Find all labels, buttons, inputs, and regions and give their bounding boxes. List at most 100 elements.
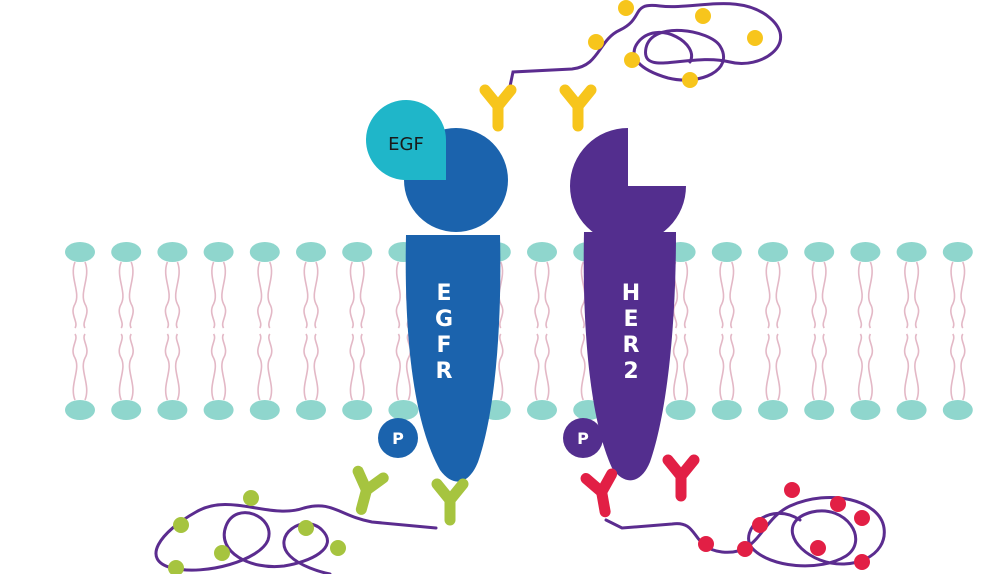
yellow-bead bbox=[624, 52, 640, 68]
lipid-head bbox=[342, 242, 373, 262]
her2-head bbox=[570, 128, 686, 244]
lipid-head bbox=[665, 400, 696, 420]
red-bead bbox=[784, 482, 800, 498]
lipid-tail bbox=[174, 333, 181, 401]
lipid-tail bbox=[210, 333, 217, 401]
lipid-tail bbox=[359, 261, 365, 329]
lipid-tail bbox=[765, 261, 771, 329]
lipid-tail bbox=[811, 261, 817, 329]
yellow-bead bbox=[682, 72, 698, 88]
lipid-tail bbox=[164, 261, 170, 329]
egfr-letter: F bbox=[436, 333, 451, 358]
lipid-head bbox=[296, 242, 326, 262]
lipid-head bbox=[804, 242, 835, 262]
lipid-tail bbox=[82, 261, 88, 329]
red-bead bbox=[698, 536, 714, 552]
lipid-tail bbox=[395, 261, 401, 329]
y-antibody-icon bbox=[559, 84, 597, 132]
lipid-tail bbox=[672, 333, 679, 401]
lipid-tail bbox=[580, 261, 586, 329]
red-bead bbox=[830, 496, 846, 512]
lipid-tail bbox=[683, 333, 689, 401]
phosphate-label: P bbox=[392, 429, 404, 448]
y-antibody-icon bbox=[479, 84, 517, 132]
lipid-tail bbox=[534, 261, 540, 329]
peptide-chain-top bbox=[506, 0, 783, 98]
lipid-head bbox=[527, 242, 557, 262]
lipid-head bbox=[896, 242, 927, 262]
lipid-tail bbox=[903, 261, 910, 329]
green-bead bbox=[214, 545, 230, 561]
lipid-tail bbox=[821, 333, 827, 401]
y-antibody-icon bbox=[580, 468, 618, 518]
her2-letter: R bbox=[623, 333, 640, 358]
lipid-tail bbox=[72, 333, 78, 401]
lipid-tail bbox=[729, 333, 735, 401]
lipid-head bbox=[942, 400, 973, 420]
lipid-tail bbox=[960, 261, 966, 329]
lipid-tail bbox=[405, 333, 412, 401]
lipid-tail bbox=[257, 333, 263, 401]
chain-top-line bbox=[506, 2, 783, 98]
lipid-head bbox=[203, 242, 234, 262]
lipid-tail bbox=[857, 333, 863, 401]
peptide-chain-bottom-right bbox=[604, 482, 886, 570]
lipid-tail bbox=[164, 333, 170, 401]
lipid-head bbox=[711, 242, 742, 262]
lipid-head bbox=[296, 400, 326, 420]
lipid-tail bbox=[72, 261, 78, 329]
lipid-head bbox=[342, 400, 373, 420]
phosphate-icon: P bbox=[378, 418, 418, 458]
lipid-tail bbox=[313, 333, 319, 401]
lipid-tail bbox=[950, 333, 956, 401]
lipid-tail bbox=[914, 333, 920, 401]
lipid-tail bbox=[359, 333, 365, 401]
lipid-tail bbox=[303, 333, 309, 401]
lipid-tail bbox=[395, 333, 401, 401]
yellow-bead bbox=[747, 30, 763, 46]
yellow-bead bbox=[588, 34, 604, 50]
her2-letter: H bbox=[622, 281, 640, 306]
lipid-head bbox=[804, 400, 835, 420]
yellow-bead bbox=[618, 0, 634, 16]
lipid-tail bbox=[903, 333, 910, 401]
lipid-head bbox=[157, 400, 188, 420]
chain-bottom-left-line bbox=[154, 503, 438, 574]
lipid-tail bbox=[534, 333, 540, 401]
lipid-tail bbox=[775, 333, 781, 401]
her2-receptor: H E R 2 bbox=[570, 128, 686, 481]
peptide-chain-bottom-left bbox=[154, 490, 438, 574]
lipid-tail bbox=[867, 333, 874, 401]
lipid-head bbox=[711, 400, 742, 420]
lipid-head bbox=[249, 242, 280, 262]
lipid-head bbox=[65, 242, 95, 262]
lipid-tail bbox=[914, 261, 920, 329]
lipid-tail bbox=[118, 261, 124, 329]
lipid-head bbox=[758, 242, 788, 262]
her2-letter: 2 bbox=[623, 359, 638, 384]
lipid-tail bbox=[498, 261, 504, 329]
lipid-head bbox=[850, 242, 881, 262]
lipid-head bbox=[942, 242, 973, 262]
lipid-tail bbox=[267, 333, 273, 401]
lipid-tail bbox=[498, 333, 504, 401]
lipid-head bbox=[111, 242, 142, 262]
lipid-tail bbox=[349, 333, 355, 401]
egf-label: EGF bbox=[388, 134, 424, 155]
egfr-letter: E bbox=[436, 281, 451, 306]
egfr-letter: G bbox=[435, 307, 453, 332]
lipid-tail bbox=[118, 333, 124, 401]
red-bead bbox=[810, 540, 826, 556]
egf-ligand: EGF bbox=[366, 100, 446, 180]
green-bead bbox=[330, 540, 346, 556]
y-antibody-icon bbox=[431, 478, 469, 526]
lipid-tail bbox=[775, 261, 781, 329]
lipid-head bbox=[65, 400, 95, 420]
green-bead bbox=[173, 517, 189, 533]
red-bead bbox=[737, 541, 753, 557]
lipid-tail bbox=[128, 333, 134, 401]
lipid-tail bbox=[821, 261, 827, 329]
green-bead bbox=[298, 520, 314, 536]
lipid-tail bbox=[174, 261, 181, 329]
